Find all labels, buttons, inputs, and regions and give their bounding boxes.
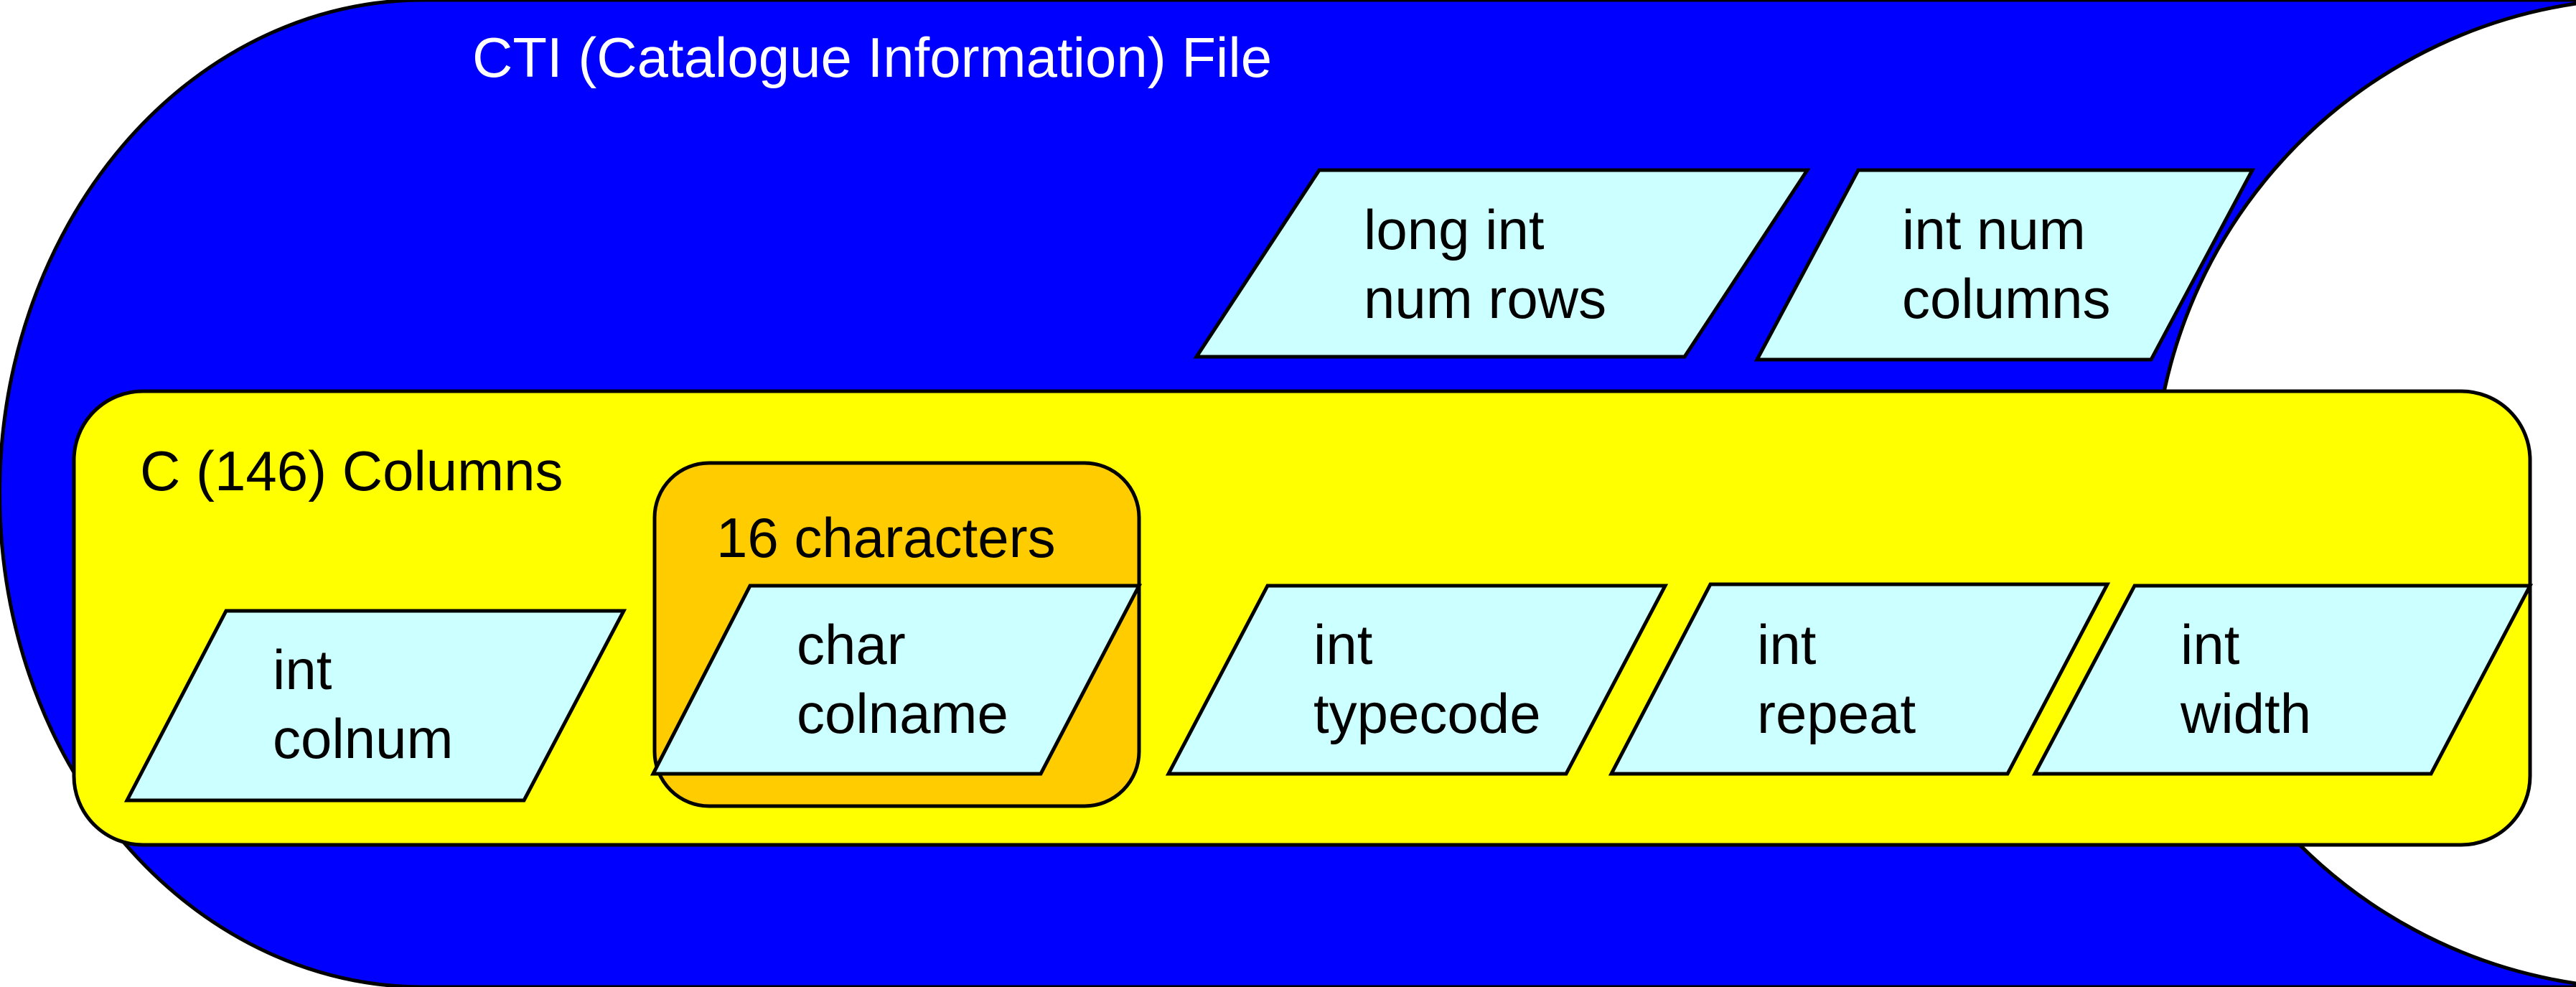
num-columns-field [1753,168,2256,362]
typecode-field [1165,584,1669,776]
width-field [2031,584,2534,776]
repeat-field-label-line2: repeat [1757,682,1916,745]
num-rows-field-label-line2: num rows [1364,267,1606,330]
colname-field-label-line1: char [797,613,906,676]
num-columns-field-label-line1: int num [1902,198,2086,261]
fixed-length-label: 16 characters [716,506,1056,569]
colnum-field-label-line2: colnum [273,707,453,770]
num-columns-field-label-line2: columns [1902,267,2110,330]
typecode-field-label-line1: int [1313,613,1373,676]
colname-field-label-line2: colname [797,682,1008,745]
width-field-label-line2: width [2180,682,2311,745]
num-rows-field [1193,168,1811,359]
width-field-label-line1: int [2181,613,2240,676]
colnum-field-label-line1: int [273,638,332,701]
typecode-field-label-line2: typecode [1313,682,1541,745]
num-rows-field-label-line1: long int [1364,198,1545,261]
colname-field [650,584,1143,776]
colnum-field [123,609,627,803]
file-title: CTI (Catalogue Information) File [472,26,1272,89]
repeat-field-label-line1: int [1757,613,1817,676]
columns-group-title: C (146) Columns [140,439,563,502]
repeat-field [1608,582,2111,776]
